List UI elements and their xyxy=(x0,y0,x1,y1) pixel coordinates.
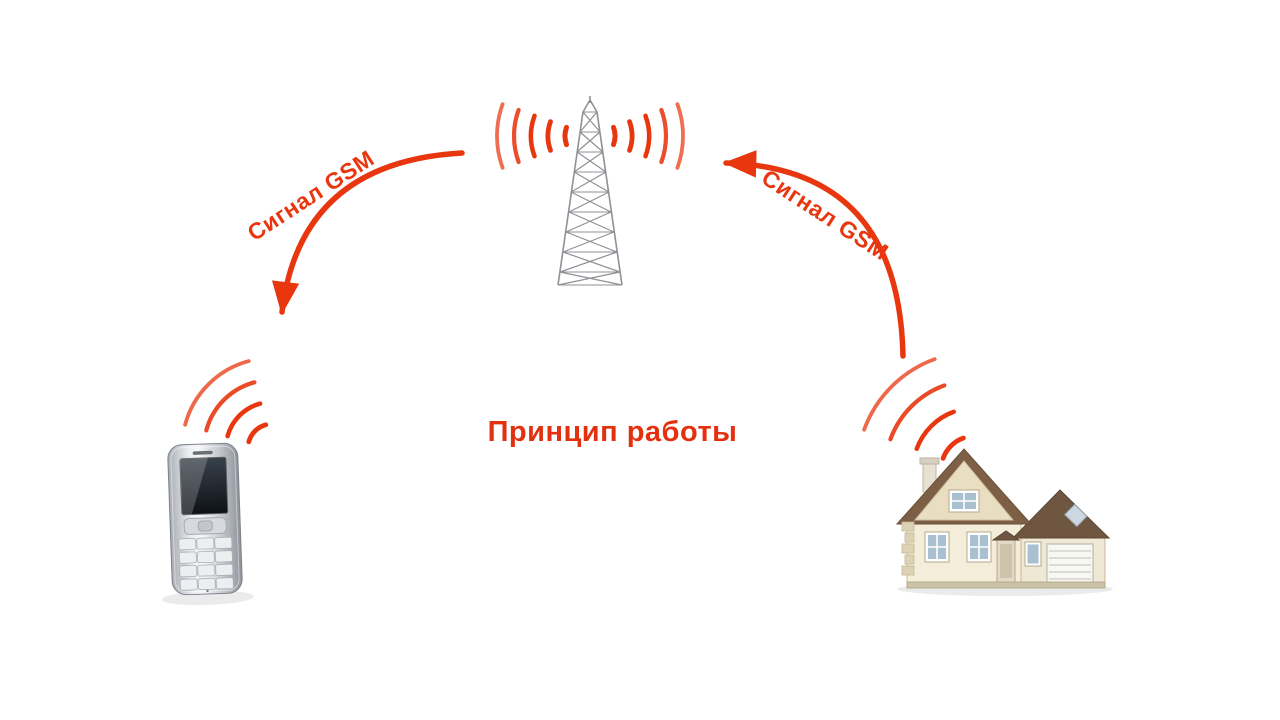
cell-tower-icon xyxy=(557,96,623,286)
mobile-phone-icon xyxy=(161,442,254,606)
signal-arrow-to-tower xyxy=(723,150,906,359)
tower-radio-waves-icon xyxy=(495,102,685,170)
house-icon xyxy=(895,448,1113,596)
phone-radio-waves-icon xyxy=(183,359,269,445)
diagram-title: Принцип работы xyxy=(487,416,738,448)
house-radio-waves-icon xyxy=(862,357,966,461)
signal-arrow-to-phone xyxy=(271,150,465,315)
